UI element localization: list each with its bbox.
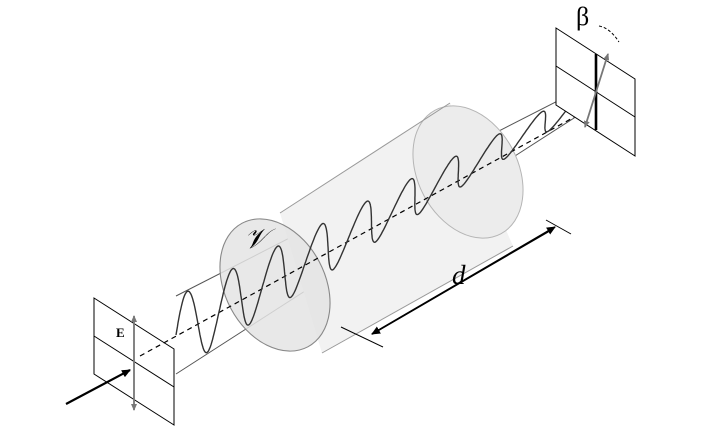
rotated-field-arrow xyxy=(583,53,610,128)
length-dimension xyxy=(340,219,572,348)
incoming-beam-arrow xyxy=(65,369,131,405)
length-label: d xyxy=(452,260,466,290)
electric-field-wave xyxy=(175,87,588,354)
medium-cylinder xyxy=(219,102,524,354)
rotation-angle-arc xyxy=(598,25,620,43)
rotation-angle-label: β xyxy=(576,2,590,31)
propagation-axis xyxy=(139,103,599,357)
field-label: E xyxy=(116,325,125,340)
medium-label: 𝒱 xyxy=(244,222,268,255)
